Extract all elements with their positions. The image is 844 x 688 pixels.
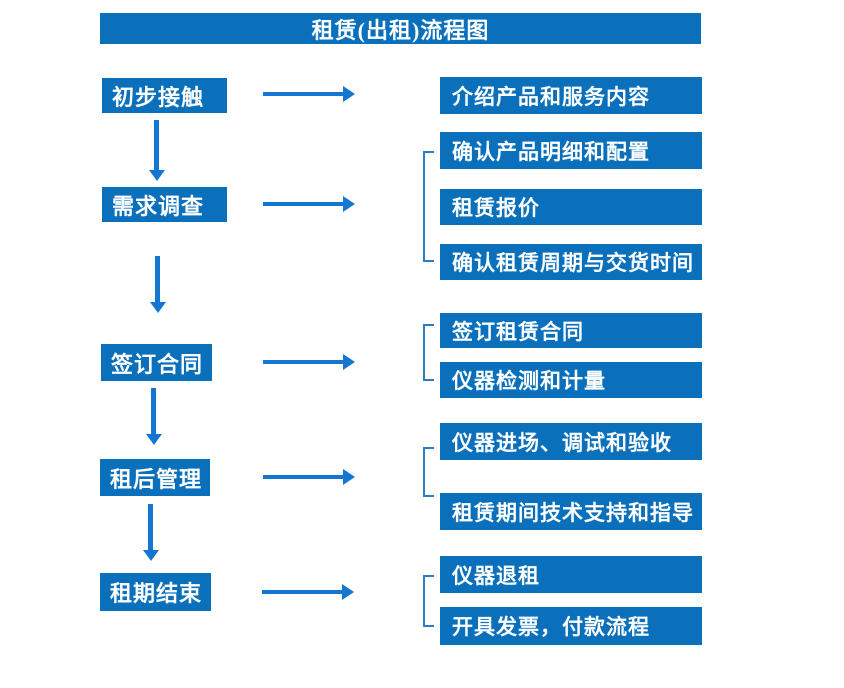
detail-introduce-products-services: 介绍产品和服务内容 [440,77,702,114]
right-arrow-initial-contact [263,86,355,102]
step-sign-contract: 签订合同 [101,344,212,381]
right-arrow-demand-survey [263,196,355,212]
step-post-rental-management: 租后管理 [100,459,210,496]
group-bracket-rental-end [423,575,434,627]
group-bracket-demand-survey [423,151,434,262]
down-arrow-2 [150,256,166,313]
detail-confirm-period-delivery: 确认租赁周期与交货时间 [440,244,702,280]
flowchart-title: 租赁(出租)流程图 [311,17,490,43]
detail-rental-quotation: 租赁报价 [440,189,702,225]
right-arrow-sign-contract [263,354,355,370]
step-rental-end: 租期结束 [100,573,211,611]
right-arrow-post-rental [263,469,355,485]
detail-instrument-testing-metering: 仪器检测和计量 [440,362,702,398]
detail-confirm-product-config: 确认产品明细和配置 [440,132,702,169]
detail-tech-support-guidance: 租赁期间技术支持和指导 [440,493,702,530]
flowchart-title-bar: 租赁(出租)流程图 [100,13,701,44]
detail-instrument-return: 仪器退租 [440,556,702,593]
down-arrow-3 [146,388,162,445]
group-bracket-post-rental [423,447,434,497]
step-initial-contact: 初步接触 [102,78,227,113]
down-arrow-1 [149,120,165,181]
step-demand-survey: 需求调查 [102,187,227,222]
detail-sign-rental-contract: 签订租赁合同 [440,313,702,348]
detail-instrument-install-acceptance: 仪器进场、调试和验收 [440,423,702,460]
group-bracket-sign-contract [423,324,434,381]
detail-invoice-payment-process: 开具发票，付款流程 [440,607,702,645]
down-arrow-4 [143,504,159,561]
right-arrow-rental-end [262,584,354,600]
